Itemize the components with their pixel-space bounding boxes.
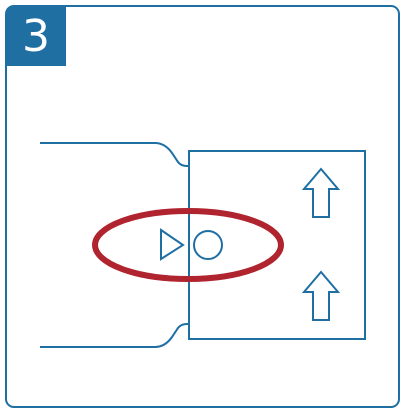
highlight-ellipse (92, 208, 284, 282)
device-body-outline (40, 142, 190, 348)
up-arrow-icon (301, 167, 341, 218)
play-triangle-icon (160, 228, 185, 261)
cartridge-box (188, 150, 366, 340)
step-badge: 3 (6, 6, 66, 66)
circle-icon (193, 230, 223, 260)
step-number: 3 (22, 11, 50, 62)
panel-border (5, 5, 400, 408)
up-arrow-icon (301, 270, 341, 321)
